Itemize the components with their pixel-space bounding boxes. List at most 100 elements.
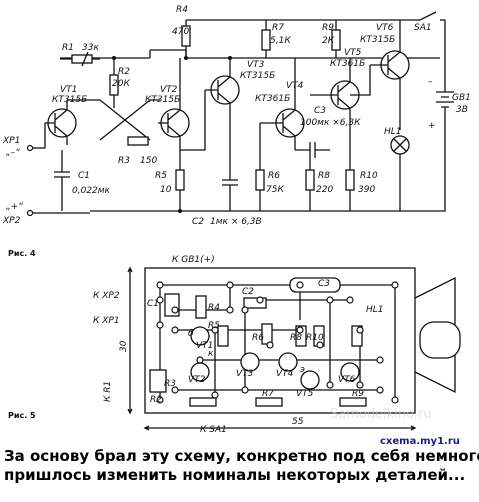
board-r8-ref: R8: [290, 333, 302, 343]
r10-resistor: [345, 169, 355, 191]
board-figure-label: Рис. 5: [8, 411, 36, 420]
xp2-ref: ХР2: [2, 216, 21, 226]
sa1-ref: SA1: [414, 23, 432, 33]
hl1-bulb: [419, 321, 461, 359]
board-vt5-ref: VT5: [296, 389, 314, 399]
vt5-board: [300, 370, 320, 390]
xp1-wire: [30, 123, 46, 149]
r8-ref: R8: [318, 171, 330, 181]
vt1-ref: VT1: [60, 85, 77, 95]
board-dim-height: 30: [119, 340, 129, 352]
r9-board: [339, 397, 367, 407]
board-dim-width: 55: [292, 417, 304, 427]
hl1-ref: HL1: [384, 127, 402, 137]
hl1-board: [351, 325, 363, 347]
cross-coupling-wires: [67, 99, 160, 141]
board-vt1-ref: VT1: [196, 341, 213, 351]
vt2-pins: [158, 58, 181, 165]
board-left-label-3: К R1: [103, 381, 113, 402]
r7-resistor: [261, 29, 271, 51]
gb1-value: 3В: [456, 105, 468, 115]
pin-label-k: к: [208, 349, 214, 359]
schematic: R4 470 R1 33к R2 20К VT1 КТ315Б VT2 КТ31…: [2, 5, 471, 258]
r3-board: [189, 397, 217, 407]
sa1-switch: [400, 11, 446, 80]
vt5-ref: VT5: [344, 48, 362, 58]
gb1-ref: GB1: [452, 93, 471, 103]
r4-board: [195, 295, 207, 319]
c2-ref: C2: [192, 217, 204, 227]
vt3-value: КТ315Б: [240, 71, 275, 81]
r7-value: 5,1К: [270, 36, 291, 46]
board-left-label-1: К ХР2: [93, 291, 120, 301]
r10-value: 390: [358, 185, 375, 195]
gb1-plus-sign: +: [428, 121, 436, 131]
vt4-board: [278, 352, 298, 372]
r8-resistor: [305, 169, 315, 191]
board-r10-ref: R10: [306, 333, 324, 343]
board-left-label-2: К ХР1: [93, 316, 120, 326]
r6-value: 75К: [266, 185, 284, 195]
c2-value: 1мк × 6,3В: [210, 217, 262, 227]
r2-board: [149, 369, 167, 393]
vt5-value: КТ361Б: [330, 59, 365, 69]
c1-ref: C1: [78, 171, 90, 181]
vt3-ref: VT3: [247, 60, 265, 70]
board-vt3-ref: VT3: [236, 369, 254, 379]
vt1-board: [190, 326, 210, 346]
caption-line-2: пришлось изменить номиналы некоторых дет…: [4, 466, 466, 484]
c2-board: [243, 297, 267, 309]
r6-ref: R6: [268, 171, 280, 181]
vt4-value: КТ361Б: [255, 94, 290, 104]
vt6-board: [340, 362, 360, 382]
vt6-value: КТ315Б: [360, 35, 395, 45]
r7-ref: R7: [272, 23, 284, 33]
board-top-label: К GB1(+): [172, 255, 215, 265]
board-layout: К GB1(+) К ХР2 К ХР1 К R1 30 К SA1 55 C1…: [8, 255, 461, 435]
caption-line-1: За основу брал эту схему, конкретно под …: [4, 447, 479, 465]
r1-leads: [60, 51, 100, 67]
vt1-pins: [45, 100, 68, 145]
c3-board: [289, 277, 341, 293]
board-c2-ref: C2: [242, 287, 254, 297]
board-hl1-ref: HL1: [366, 305, 384, 315]
board-c3-ref: C3: [318, 279, 330, 289]
vt5-pins: [310, 58, 351, 165]
r3-value: 150: [140, 156, 157, 166]
vt6-pins: [350, 20, 401, 130]
vt3-board: [240, 352, 260, 372]
board-r3-ref: R3: [164, 379, 176, 389]
board-r7-ref: R7: [262, 389, 274, 399]
schematic-figure-label: Рис. 4: [8, 249, 36, 258]
board-c1-ref: C1: [147, 299, 159, 309]
vt3-pins: [180, 58, 231, 151]
gb1-battery: [436, 80, 454, 212]
board-r6-ref: R6: [252, 333, 264, 343]
r5-ref: R5: [155, 171, 167, 181]
dim-width-line: [143, 425, 417, 431]
r8-board: [295, 325, 307, 347]
r9-ref: R9: [322, 23, 334, 33]
board-vt2-ref: VT2: [188, 375, 206, 385]
r4-ref: R4: [176, 5, 188, 15]
board-r9-ref: R9: [352, 389, 364, 399]
r1-value: 33к: [82, 43, 99, 53]
c3-ref: C3: [314, 106, 326, 116]
hl1-leads: [393, 138, 407, 211]
r8-value: 220: [316, 185, 333, 195]
r3-ref: R3: [118, 156, 130, 166]
r4-value: 470: [172, 27, 189, 37]
pin-label-b: б: [188, 329, 194, 339]
board-bottom-label: К SA1: [200, 425, 227, 435]
caption: За основу брал эту схему, конкретно под …: [4, 447, 479, 485]
gb1-minus-sign: –: [428, 77, 433, 87]
r2-value: 20К: [112, 79, 130, 89]
r3-resistor: [127, 136, 149, 146]
vt1-value: КТ315Б: [52, 95, 87, 105]
solder-pads: [156, 281, 399, 404]
board-vt6-ref: VT6: [338, 375, 356, 385]
site-watermark: cxema.my1.ru: [380, 436, 460, 447]
vt2-ref: VT2: [160, 85, 178, 95]
vt6-ref: VT6: [376, 23, 394, 33]
